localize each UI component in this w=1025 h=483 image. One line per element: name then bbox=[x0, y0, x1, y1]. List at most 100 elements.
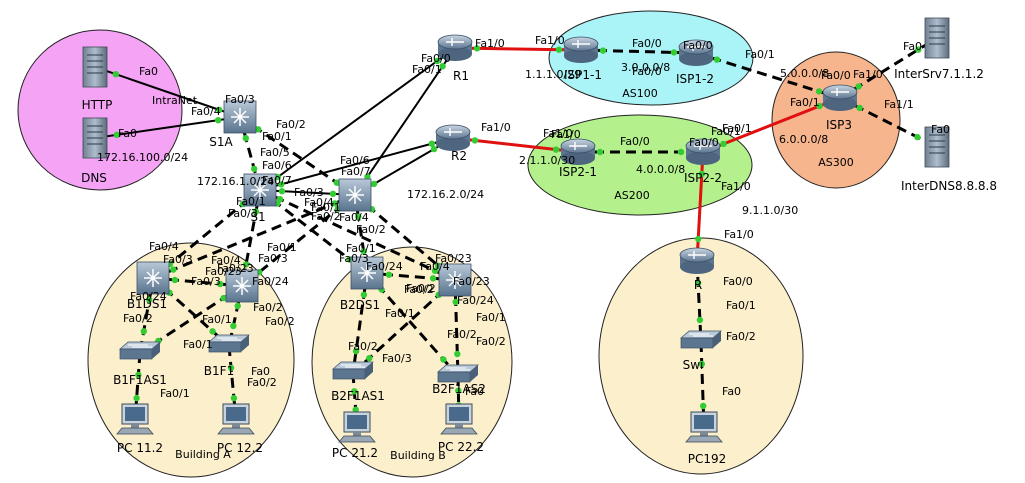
port-label: Fa0/3 bbox=[294, 186, 324, 199]
link-b2f1as1-pc212 bbox=[351, 372, 359, 429]
port-status-dot bbox=[815, 88, 823, 95]
port-status-dot bbox=[555, 46, 563, 53]
pc122-pc-icon[interactable] bbox=[217, 403, 255, 435]
port-label: Fa1/0 bbox=[543, 127, 573, 140]
port-status-dot bbox=[713, 56, 721, 63]
port-status-dot bbox=[599, 47, 607, 54]
device-label-pc122: PC 12.2 bbox=[217, 441, 263, 455]
port-label: Fa0/1 bbox=[790, 96, 820, 109]
device-label-isp22: ISP2-2 bbox=[684, 171, 722, 185]
port-label: Fa0/1 bbox=[311, 201, 341, 214]
r2-router-icon[interactable] bbox=[435, 124, 471, 151]
device-label-interdns: InterDNS8.8.8.8 bbox=[901, 179, 997, 193]
port-label: Fa0/24 bbox=[130, 290, 167, 303]
port-label: Fa0/1 bbox=[745, 48, 775, 61]
r1-router-icon[interactable] bbox=[437, 34, 473, 61]
http-server-icon[interactable] bbox=[82, 46, 108, 88]
port-status-dot bbox=[333, 179, 340, 186]
port-status-dot bbox=[720, 140, 727, 148]
b2ds2-l3switch-icon[interactable] bbox=[438, 263, 472, 297]
device-label-b1f1as2: B1F1 bbox=[204, 364, 234, 378]
port-label: Fa0/1 bbox=[160, 387, 190, 400]
port-status-dot bbox=[370, 180, 378, 188]
port-status-dot bbox=[695, 235, 702, 243]
s2-l3switch-icon[interactable] bbox=[338, 178, 372, 212]
port-status-dot bbox=[914, 133, 921, 141]
link-r1-s2 bbox=[354, 47, 456, 196]
port-label: Fa0/23 bbox=[205, 265, 242, 278]
port-label: Fa0/23 bbox=[435, 252, 472, 265]
b1f1as1-switch-icon[interactable] bbox=[119, 341, 161, 360]
port-label: Fa0/3 bbox=[339, 252, 369, 265]
port-label: Fa0/1 bbox=[385, 307, 415, 320]
link-isp22-r3 bbox=[695, 151, 705, 262]
device-label-s1a: S1A bbox=[209, 135, 233, 149]
isp3-router-icon[interactable] bbox=[822, 84, 858, 111]
pc192-pc-icon[interactable] bbox=[685, 411, 723, 443]
port-label: Fa0/2 bbox=[276, 118, 306, 131]
isp12-router-icon[interactable] bbox=[678, 39, 714, 66]
b1f1as2-switch-icon[interactable] bbox=[208, 334, 250, 353]
port-label: Fa0/0 bbox=[689, 136, 719, 149]
device-label-isp3: ISP3 bbox=[826, 118, 852, 132]
isp21-router-icon[interactable] bbox=[560, 138, 596, 165]
port-label: 3.0.0.0/8 bbox=[621, 61, 670, 74]
port-status-dot bbox=[596, 148, 604, 156]
dns-server-icon[interactable] bbox=[82, 117, 108, 159]
port-label: Fa0/1 bbox=[412, 63, 442, 76]
isp11-router-icon[interactable] bbox=[563, 36, 599, 63]
port-status-dot bbox=[366, 355, 373, 362]
port-label: Fa0/4 bbox=[149, 240, 179, 253]
port-status-dot bbox=[276, 196, 284, 203]
port-label: Fa0/0 bbox=[620, 135, 650, 148]
port-label: Fa0 bbox=[465, 385, 484, 398]
port-status-dot bbox=[454, 350, 461, 358]
port-label: Fa0/24 bbox=[252, 275, 289, 288]
pc212-pc-icon[interactable] bbox=[338, 411, 376, 443]
device-label-isp11: ISP1-1 bbox=[564, 68, 602, 82]
port-label: Fa0/1 bbox=[726, 299, 756, 312]
sw-switch-icon[interactable] bbox=[680, 330, 722, 349]
b2ds1-l3switch-icon[interactable] bbox=[350, 256, 384, 290]
pc222-pc-icon[interactable] bbox=[440, 403, 478, 435]
b2f1as1-switch-icon[interactable] bbox=[332, 361, 374, 380]
port-label: Fa0/2 bbox=[476, 335, 506, 348]
port-label: Fa0/3 bbox=[163, 253, 193, 266]
port-label: Fa0/0 bbox=[632, 65, 662, 78]
port-status-dot bbox=[331, 200, 338, 207]
device-label-isp21: ISP2-1 bbox=[559, 165, 597, 179]
zone-label-as100: AS100 bbox=[622, 87, 658, 100]
port-status-dot bbox=[440, 356, 447, 363]
port-label: 9.1.1.0/30 bbox=[742, 204, 798, 217]
port-label: Fa0/3 bbox=[225, 93, 255, 106]
port-status-dot bbox=[209, 328, 216, 335]
device-label-pc112: PC 11.2 bbox=[117, 441, 163, 455]
port-status-dot bbox=[215, 117, 222, 124]
s1-l3switch-icon[interactable] bbox=[243, 173, 277, 207]
port-status-dot bbox=[471, 137, 479, 144]
s1a-l3switch-icon[interactable] bbox=[223, 100, 257, 134]
port-label: Fa0/1 bbox=[711, 125, 741, 138]
device-label-pc212: PC 21.2 bbox=[332, 446, 378, 460]
port-label: Fa1/0 bbox=[475, 37, 505, 50]
port-status-dot bbox=[816, 102, 823, 110]
b2f1as2-switch-icon[interactable] bbox=[437, 364, 479, 383]
port-label: Fa0/2 bbox=[247, 376, 277, 389]
intersrv-server-icon[interactable] bbox=[924, 17, 950, 59]
port-label: Fa0/3 bbox=[228, 207, 258, 220]
port-status-dot bbox=[355, 213, 362, 220]
isp22-router-icon[interactable] bbox=[685, 138, 721, 165]
b1ds1-l3switch-icon[interactable] bbox=[136, 261, 170, 295]
b1ds2-l3switch-icon[interactable] bbox=[225, 269, 259, 303]
pc112-pc-icon[interactable] bbox=[116, 403, 154, 435]
port-label: 2.1.1.0/30 bbox=[519, 154, 575, 167]
r3-router-icon[interactable] bbox=[679, 247, 715, 274]
interdns-server-icon[interactable] bbox=[924, 126, 950, 168]
port-label: IntraNet bbox=[152, 94, 198, 107]
zone-label-bldA: Building A bbox=[175, 448, 231, 461]
port-label: Fa0/4 bbox=[339, 211, 369, 224]
device-label-s1: S1 bbox=[250, 210, 265, 224]
device-label-pc192: PC192 bbox=[688, 452, 727, 466]
port-label: Fa1/0 bbox=[481, 121, 511, 134]
port-label: 5.0.0.0/8 bbox=[780, 67, 829, 80]
